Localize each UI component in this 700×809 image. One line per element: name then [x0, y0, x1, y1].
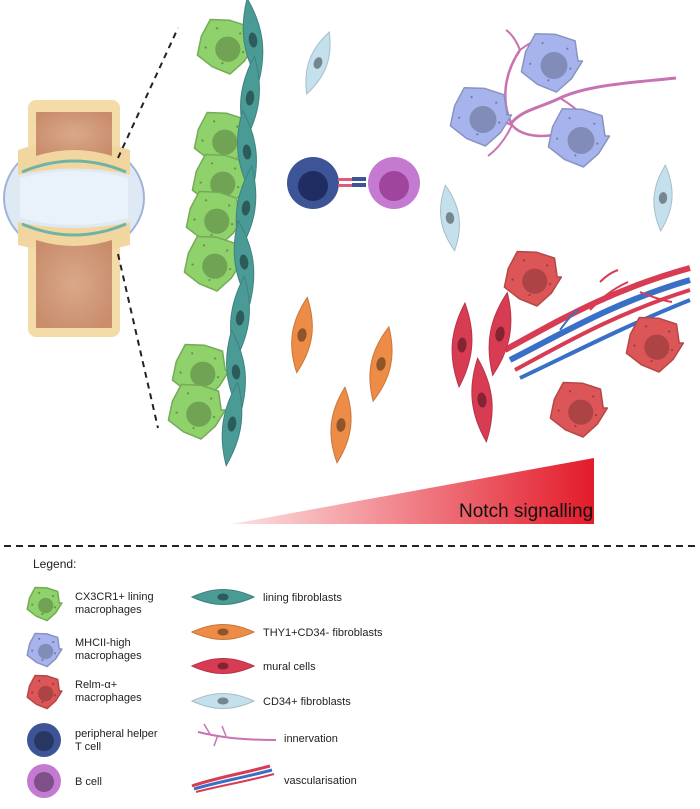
thy1-fibroblast — [291, 296, 313, 374]
mhcii-high-macrophages — [449, 32, 611, 168]
legend-label: MHCII-high — [75, 637, 131, 649]
thy1-fibroblast — [369, 325, 393, 403]
notch-signalling-gradient: Notch signalling — [232, 458, 594, 524]
cd34-fibroblast — [305, 30, 331, 96]
relm-macrophage — [625, 316, 685, 373]
mhcii-macrophage — [520, 32, 584, 93]
spindle-cell-icon — [190, 693, 256, 709]
thy1-fibroblasts — [291, 296, 393, 464]
legend-label: CD34+ fibroblasts — [263, 696, 351, 708]
mhcii-macrophage — [547, 107, 611, 168]
relm-macrophages — [503, 250, 685, 438]
nerve-icon — [197, 723, 277, 747]
t-cell-icon — [27, 723, 61, 757]
mhcii-macrophage — [449, 86, 513, 147]
legend-label: macrophages — [75, 604, 142, 616]
legend-label: mural cells — [263, 661, 316, 673]
vascularisation — [503, 265, 691, 380]
mural-cell — [451, 301, 473, 389]
macrophage-cell-icon — [26, 586, 63, 622]
thy1-fibroblast — [330, 386, 352, 464]
legend-label: macrophages — [75, 650, 142, 662]
legend-label: B cell — [75, 776, 102, 788]
macrophage-cell-icon — [26, 632, 63, 668]
spindle-cell-icon — [190, 589, 256, 605]
t-cell-b-cell-interaction — [287, 157, 420, 209]
legend-label: T cell — [75, 741, 101, 753]
lining-fibroblast-chain — [221, 0, 264, 467]
spindle-cell-icon — [190, 658, 256, 674]
mural-cell — [488, 291, 512, 377]
spindle-cell-icon — [190, 624, 256, 640]
lining-fibroblast — [233, 219, 255, 305]
b-cell-icon — [27, 764, 61, 798]
legend-label: lining fibroblasts — [263, 592, 342, 604]
mural-cells — [451, 291, 512, 444]
relm-macrophage — [503, 250, 563, 307]
zoom-line-top — [117, 27, 179, 159]
legend-label: macrophages — [75, 692, 142, 704]
legend: Legend: CX3CR1+ liningmacrophagesMHCII-h… — [26, 557, 383, 798]
knee-joint-icon — [3, 100, 145, 337]
macrophage-cell-icon — [26, 674, 63, 710]
cd34-fibroblast — [440, 184, 460, 252]
zoom-line-bottom — [117, 253, 159, 429]
blood-vessel-icon — [191, 764, 275, 793]
legend-label: Relm-α+ — [75, 679, 117, 691]
cx3cr1-macrophage — [196, 18, 256, 75]
cx3cr1-macrophage — [167, 383, 227, 440]
relm-macrophage — [549, 381, 609, 438]
legend-label: peripheral helper — [75, 728, 158, 740]
legend-label: CX3CR1+ lining — [75, 591, 154, 603]
cd34-fibroblasts — [305, 30, 673, 252]
lining-macrophages — [167, 18, 256, 440]
legend-label: vascularisation — [284, 775, 357, 787]
notch-label: Notch signalling — [459, 501, 593, 522]
lining-fibroblast — [221, 381, 243, 467]
legend-title: Legend: — [33, 557, 76, 571]
cd34-fibroblast — [653, 163, 673, 233]
legend-label: innervation — [284, 733, 338, 745]
cx3cr1-macrophage — [183, 235, 243, 292]
legend-label: THY1+CD34- fibroblasts — [263, 627, 383, 639]
mural-cell — [471, 356, 493, 444]
